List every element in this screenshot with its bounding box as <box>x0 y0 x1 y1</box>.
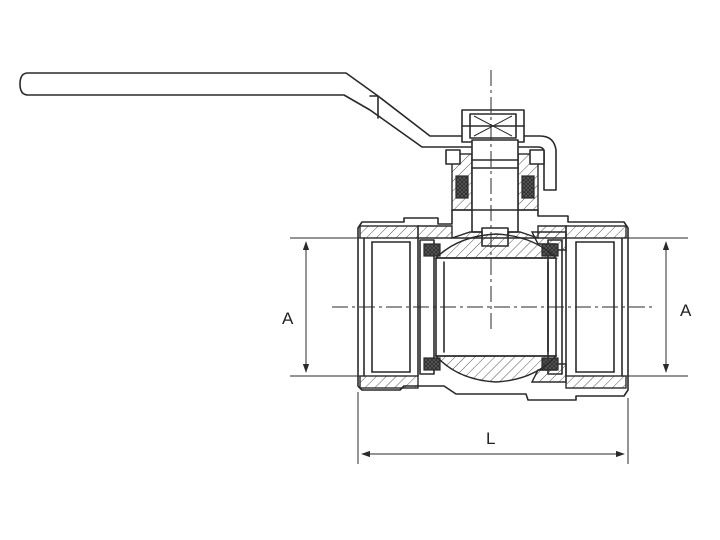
gland-packing <box>445 139 545 247</box>
dimension-a-right-label: A <box>680 301 692 320</box>
lever-handle <box>19 72 557 191</box>
dimension-a-left <box>290 237 360 377</box>
stem-nut <box>461 109 525 143</box>
dimension-l-label: L <box>486 429 495 448</box>
dimension-l <box>357 392 629 464</box>
ball <box>434 233 558 383</box>
dimension-a-right <box>626 237 688 377</box>
dimension-a-left-label: A <box>282 309 294 328</box>
